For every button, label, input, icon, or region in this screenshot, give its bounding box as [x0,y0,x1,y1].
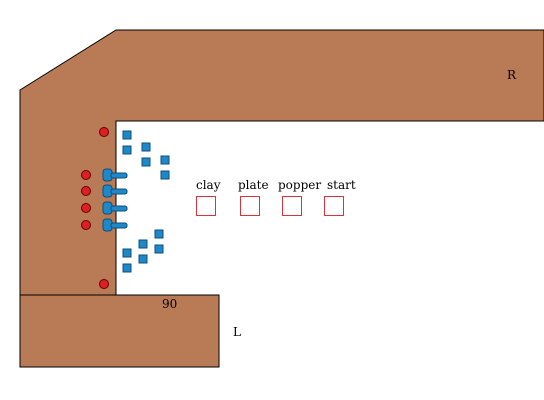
red-marker[interactable] [81,170,91,180]
label-r: R [507,68,517,82]
red-marker[interactable] [81,220,91,230]
target-square[interactable] [154,229,164,239]
red-marker[interactable] [99,127,109,137]
target-square[interactable] [141,142,151,152]
berm-upper [19,29,544,296]
red-marker[interactable] [81,186,91,196]
trap-machine-icon[interactable] [102,168,128,182]
target-square[interactable] [122,130,132,140]
target-square[interactable] [160,155,170,165]
berm-lower [19,294,220,368]
clay-label: clay [196,178,221,192]
target-square[interactable] [122,263,132,273]
target-squares [122,130,170,273]
target-square[interactable] [160,170,170,180]
plate-checkbox[interactable] [240,196,260,216]
trap-machine-icon[interactable] [102,218,128,232]
red-markers [81,127,109,289]
red-marker[interactable] [99,279,109,289]
target-square[interactable] [141,157,151,167]
target-square[interactable] [122,145,132,155]
red-marker[interactable] [81,203,91,213]
target-square[interactable] [138,239,148,249]
start-label: start [327,178,356,192]
label-angle: 90 [162,297,178,311]
plate-label: plate [238,178,269,192]
clay-checkbox[interactable] [196,196,216,216]
trap-machine-icon[interactable] [102,201,128,215]
target-square[interactable] [122,248,132,258]
trap-machines [102,168,128,232]
popper-label: popper [278,178,322,192]
trap-machine-icon[interactable] [102,184,128,198]
target-square[interactable] [138,254,148,264]
target-square[interactable] [154,244,164,254]
popper-checkbox[interactable] [282,196,302,216]
label-l: L [233,325,241,339]
start-checkbox[interactable] [324,196,344,216]
